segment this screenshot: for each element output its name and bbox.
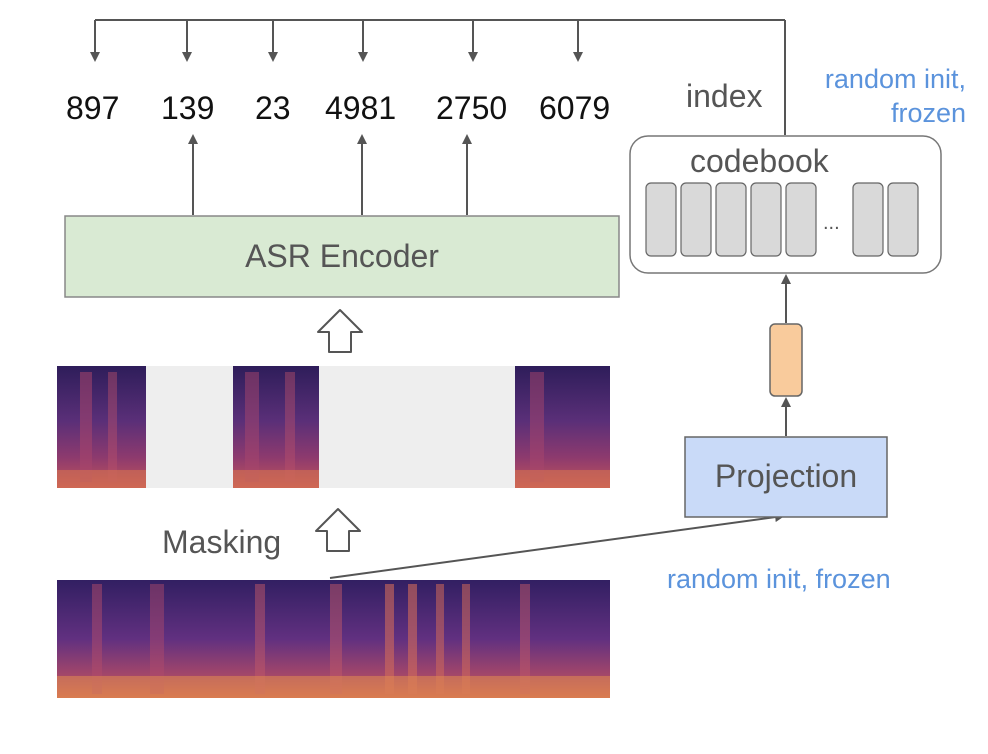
index-label: index xyxy=(686,78,763,114)
codebook-entry xyxy=(645,182,677,257)
masking-label: Masking xyxy=(162,524,282,560)
random-init-top-line1: random init, xyxy=(824,64,966,94)
token-2750: 2750 xyxy=(436,90,508,126)
spectrogram-to-projection-arrow xyxy=(329,512,785,579)
asr-encoder-box xyxy=(64,215,620,298)
mask-block-1 xyxy=(146,366,233,488)
codebook-entry xyxy=(852,182,884,257)
token-6079: 6079 xyxy=(539,90,611,126)
codebook-ellipsis: ... xyxy=(823,212,840,234)
token-897: 897 xyxy=(66,90,120,126)
token-139: 139 xyxy=(161,90,215,126)
hollow-up-arrow-masking xyxy=(315,508,361,552)
codebook-entry xyxy=(887,182,919,257)
projected-vector xyxy=(769,323,803,397)
codebook-entry xyxy=(785,182,817,257)
original-spectrogram xyxy=(57,580,610,698)
codebook-entry xyxy=(750,182,782,257)
codebook-entry xyxy=(680,182,712,257)
hollow-up-arrow-encoder xyxy=(317,309,363,353)
random-init-top-line2: frozen xyxy=(890,98,966,128)
projection-box xyxy=(684,436,888,518)
token-23: 23 xyxy=(255,90,291,126)
codebook-label: codebook xyxy=(690,143,829,179)
token-4981: 4981 xyxy=(325,90,397,126)
projection-label: Projection xyxy=(714,458,858,494)
mask-block-2 xyxy=(319,366,515,488)
masked-spectrogram xyxy=(57,366,610,488)
codebook-entry xyxy=(715,182,747,257)
asr-encoder-label: ASR Encoder xyxy=(245,238,439,274)
random-init-bottom: random init, frozen xyxy=(667,564,891,594)
